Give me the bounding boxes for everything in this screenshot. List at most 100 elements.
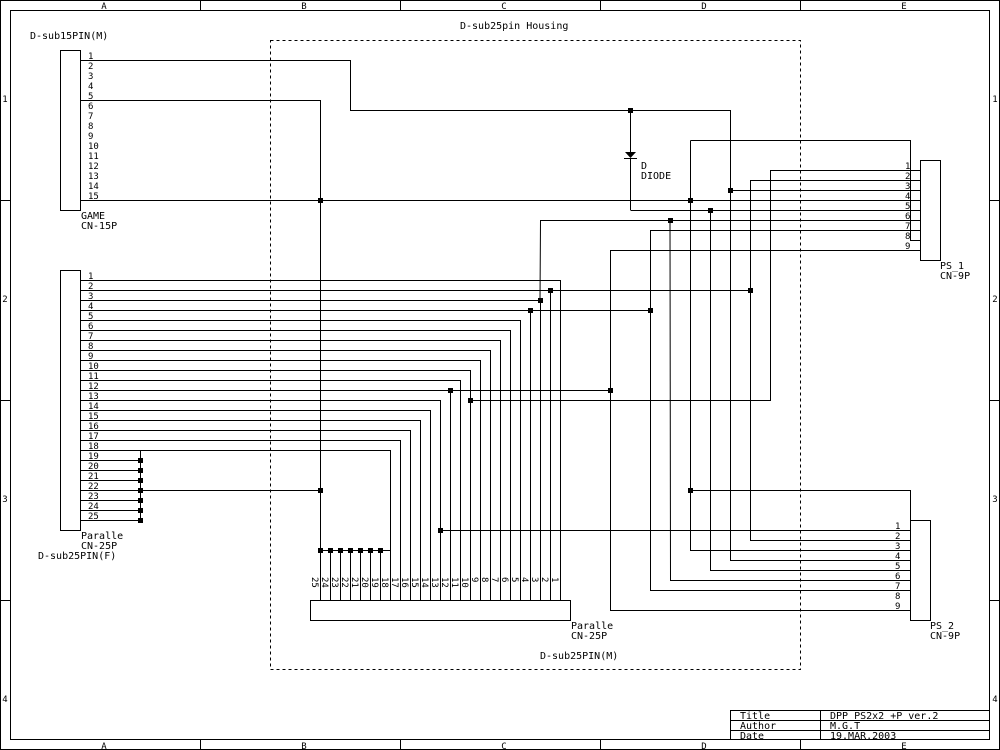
junction-dot	[358, 548, 363, 553]
pin-label: 9	[905, 242, 910, 252]
pin-label: 6	[88, 322, 93, 332]
row-label: 4	[2, 695, 7, 705]
column-label: D	[701, 2, 706, 12]
pin-label: 10	[88, 362, 99, 372]
junction-dot	[688, 198, 693, 203]
column-label: E	[901, 2, 906, 12]
junction-dot	[668, 218, 673, 223]
junction-dot	[318, 198, 323, 203]
pin-label: 7	[88, 112, 93, 122]
pin-label: 3	[88, 292, 93, 302]
pin-label: 7	[895, 582, 900, 592]
column-label: B	[301, 742, 306, 750]
column-labels-bottom: A B C D E	[101, 742, 906, 750]
diode-name: DIODE	[641, 171, 671, 182]
row-label: 2	[2, 295, 7, 305]
ps2-label: PS_2	[930, 621, 954, 632]
pin-label: 11	[449, 577, 459, 588]
pin-label: 4	[905, 192, 910, 202]
row-label: 1	[2, 95, 7, 105]
pin-label: 20	[359, 577, 369, 588]
pin-label: 9	[88, 132, 93, 142]
pin-label: 8	[905, 232, 910, 242]
game-connector-title: D-sub15PIN(M)	[30, 31, 108, 42]
pin-label: 14	[419, 577, 429, 588]
junction-dot	[318, 488, 323, 493]
junction-dot	[138, 498, 143, 503]
pin-label: 2	[88, 282, 93, 292]
pin-label: 6	[895, 572, 900, 582]
ps2-connector-body	[910, 520, 931, 621]
pin-label: 8	[479, 577, 489, 582]
ps1-type: CN-9P	[940, 271, 970, 282]
pin-label: 14	[88, 402, 99, 412]
title-block	[730, 710, 990, 740]
pin-label: 25	[88, 512, 99, 522]
column-labels-top: A B C D E	[101, 2, 906, 12]
title-label: Title	[740, 711, 770, 722]
pin-label: 12	[439, 577, 449, 588]
row-labels-right: 1 2 3 4	[992, 95, 997, 705]
pin-label: 5	[905, 202, 910, 212]
row-label: 3	[2, 495, 7, 505]
pin-label: 8	[895, 592, 900, 602]
pin-label: 1	[88, 272, 93, 282]
junction-dot	[368, 548, 373, 553]
pin-label: 5	[509, 577, 519, 582]
pin-label: 22	[88, 482, 99, 492]
row-label: 3	[992, 495, 997, 505]
pin-label: 25	[309, 577, 319, 588]
pin-label: 3	[895, 542, 900, 552]
junction-dot	[138, 468, 143, 473]
parallel-female-body	[60, 270, 81, 531]
junction-dot	[448, 388, 453, 393]
game-connector-type: CN-15P	[81, 221, 117, 232]
column-label: A	[101, 2, 107, 12]
junction-dot	[648, 308, 653, 313]
parallel-female-pin-labels: 1234567891011121314151617181920212223242…	[88, 272, 99, 522]
column-label: D	[701, 742, 706, 750]
junction-dot	[538, 298, 543, 303]
junction-dot	[548, 288, 553, 293]
housing-outline	[270, 40, 801, 670]
pin-label: 9	[895, 602, 900, 612]
date-label: Date	[740, 731, 764, 742]
pin-label: 5	[895, 562, 900, 572]
pin-label: 6	[905, 212, 910, 222]
junction-dot	[708, 208, 713, 213]
column-label: E	[901, 742, 906, 750]
junction-dot	[138, 488, 143, 493]
junction-dot	[328, 548, 333, 553]
pin-label: 11	[88, 372, 99, 382]
pin-label: 8	[88, 342, 93, 352]
pin-label: 2	[88, 62, 93, 72]
pin-label: 4	[895, 552, 900, 562]
wires	[80, 60, 920, 611]
diode-symbol	[624, 110, 637, 210]
pin-label: 5	[88, 92, 93, 102]
row-labels-left: 1 2 3 4	[2, 95, 7, 705]
pin-label: 7	[88, 332, 93, 342]
pin-label: 14	[88, 182, 99, 192]
pin-label: 12	[88, 162, 99, 172]
junction-dot	[348, 548, 353, 553]
row-label: 1	[992, 95, 997, 105]
pin-label: 8	[88, 122, 93, 132]
parallel-female-title: D-sub25PIN(F)	[38, 551, 116, 562]
pin-label: 4	[519, 577, 529, 582]
pin-label: 22	[339, 577, 349, 588]
author-value: M.G.T	[830, 721, 860, 732]
game-connector-label: GAME	[81, 211, 105, 222]
pin-label: 24	[88, 502, 99, 512]
pin-label: 20	[88, 462, 99, 472]
junction-dot	[138, 478, 143, 483]
pin-label: 10	[459, 577, 469, 588]
ps1-connector-body	[920, 160, 941, 261]
author-label: Author	[740, 721, 776, 732]
pin-label: 13	[88, 172, 99, 182]
junction-dot	[728, 188, 733, 193]
junction-dot	[468, 398, 473, 403]
